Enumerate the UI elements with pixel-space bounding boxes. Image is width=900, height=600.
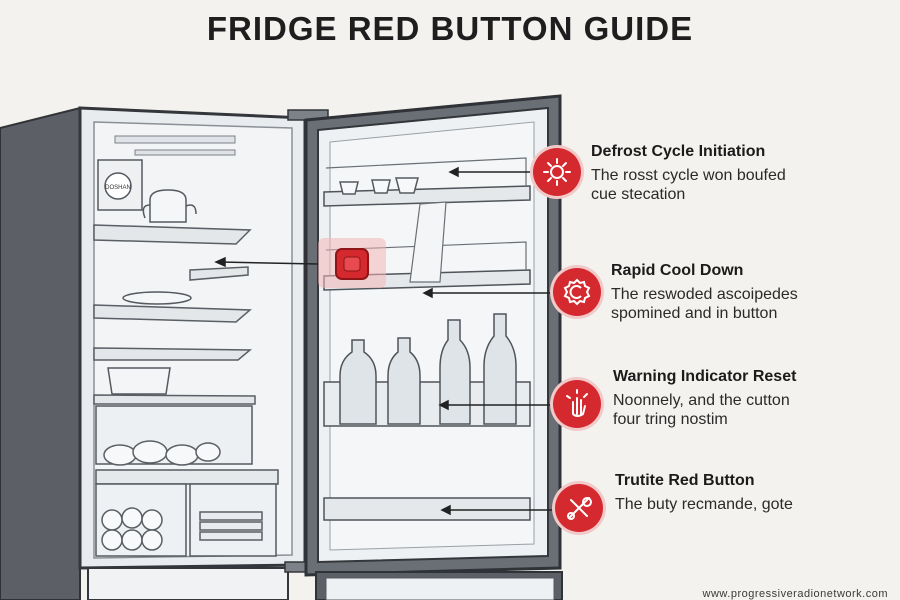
- callout-desc-line1: The buty recmande, gote: [615, 495, 900, 514]
- badge-cycle: [553, 268, 601, 316]
- callout-desc-line1: The reswoded ascoipedes: [611, 285, 900, 304]
- sun-icon: [533, 148, 581, 196]
- callout-title: Trutite Red Button: [615, 471, 900, 491]
- callout-desc-line1: The rosst cycle won boufed: [591, 166, 891, 185]
- crossed-tools-icon: [555, 484, 603, 532]
- callout-title: Rapid Cool Down: [611, 261, 900, 281]
- hand-icon: [553, 380, 601, 428]
- callout-desc-line1: Noonnely, and the cutton: [613, 391, 900, 410]
- callout-defrost: Defrost Cycle Initiation The rosst cycle…: [591, 142, 891, 204]
- fridge-brand-label: DOSHAN: [105, 185, 131, 191]
- badge-sun: [533, 148, 581, 196]
- badge-hand: [553, 380, 601, 428]
- callout-rapid-cool: Rapid Cool Down The reswoded ascoipedes …: [611, 261, 900, 323]
- callout-desc-line2: spomined and in button: [611, 304, 900, 323]
- callout-desc-line2: four tring nostim: [613, 410, 900, 429]
- callout-warning-reset: Warning Indicator Reset Noonnely, and th…: [613, 367, 900, 429]
- watermark: www.progressiveradionetwork.com: [703, 588, 888, 600]
- callout-title: Warning Indicator Reset: [613, 367, 900, 387]
- callout-trutite: Trutite Red Button The buty recmande, go…: [615, 471, 900, 514]
- badge-crossed-tools: [555, 484, 603, 532]
- cycle-icon: [553, 268, 601, 316]
- callout-title: Defrost Cycle Initiation: [591, 142, 891, 162]
- callout-desc-line2: cue stecation: [591, 185, 891, 204]
- fridge-left-side: [0, 108, 80, 600]
